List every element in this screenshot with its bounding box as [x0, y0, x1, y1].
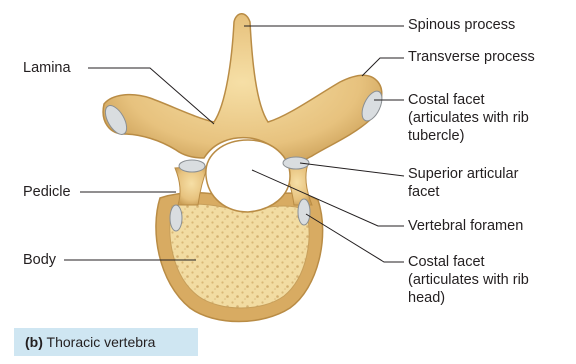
leader-transverse	[362, 58, 404, 76]
left-body-costal-facet	[170, 205, 182, 231]
label-superior-articular-facet-line2: facet	[408, 184, 439, 201]
label-pedicle: Pedicle	[23, 184, 71, 201]
caption-text: (b) Thoracic vertebra	[25, 334, 155, 350]
label-superior-articular-facet: Superior articular	[408, 166, 518, 183]
label-costal-facet-tubercle-line2: (articulates with rib	[408, 110, 529, 127]
label-costal-facet-head-line3: head)	[408, 290, 445, 307]
right-superior-articular-facet	[283, 157, 309, 169]
label-transverse-process: Transverse process	[408, 49, 535, 66]
caption-prefix: (b)	[25, 334, 43, 350]
figure-caption: (b) Thoracic vertebra	[14, 328, 198, 356]
label-vertebral-foramen: Vertebral foramen	[408, 218, 523, 235]
label-costal-facet-head: Costal facet	[408, 254, 485, 271]
leader-superior-articular	[300, 163, 404, 176]
label-body: Body	[23, 252, 56, 269]
label-costal-facet-head-line2: (articulates with rib	[408, 272, 529, 289]
vertebral-foramen-opening	[206, 140, 290, 212]
right-body-costal-facet	[298, 199, 310, 225]
label-costal-facet-tubercle-line3: tubercle)	[408, 128, 464, 145]
label-lamina: Lamina	[23, 60, 71, 77]
left-superior-articular-facet	[179, 160, 205, 172]
label-spinous-process: Spinous process	[408, 17, 515, 34]
caption-title: Thoracic vertebra	[47, 334, 156, 350]
label-costal-facet-tubercle: Costal facet	[408, 92, 485, 109]
